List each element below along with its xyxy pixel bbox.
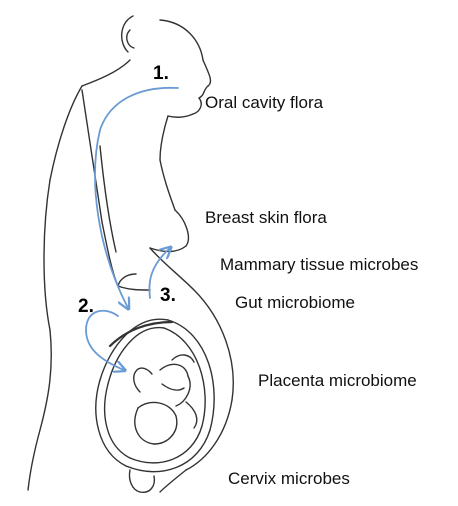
label-breast-skin-flora: Breast skin flora	[205, 209, 327, 226]
step-number-1: 1.	[153, 64, 169, 83]
arrow-gut-to-placenta	[86, 311, 124, 370]
label-mammary-tissue-microbes: Mammary tissue microbes	[220, 256, 418, 273]
woman-silhouette-sketch	[28, 16, 233, 492]
label-cervix-microbes: Cervix microbes	[228, 470, 350, 487]
arrow-oral-to-placenta	[95, 88, 178, 308]
label-oral-cavity-flora: Oral cavity flora	[205, 94, 323, 111]
label-placenta-microbiome: Placenta microbiome	[258, 372, 417, 389]
step-number-3: 3.	[160, 286, 176, 305]
step-number-2: 2.	[78, 297, 94, 316]
label-gut-microbiome: Gut microbiome	[235, 294, 355, 311]
